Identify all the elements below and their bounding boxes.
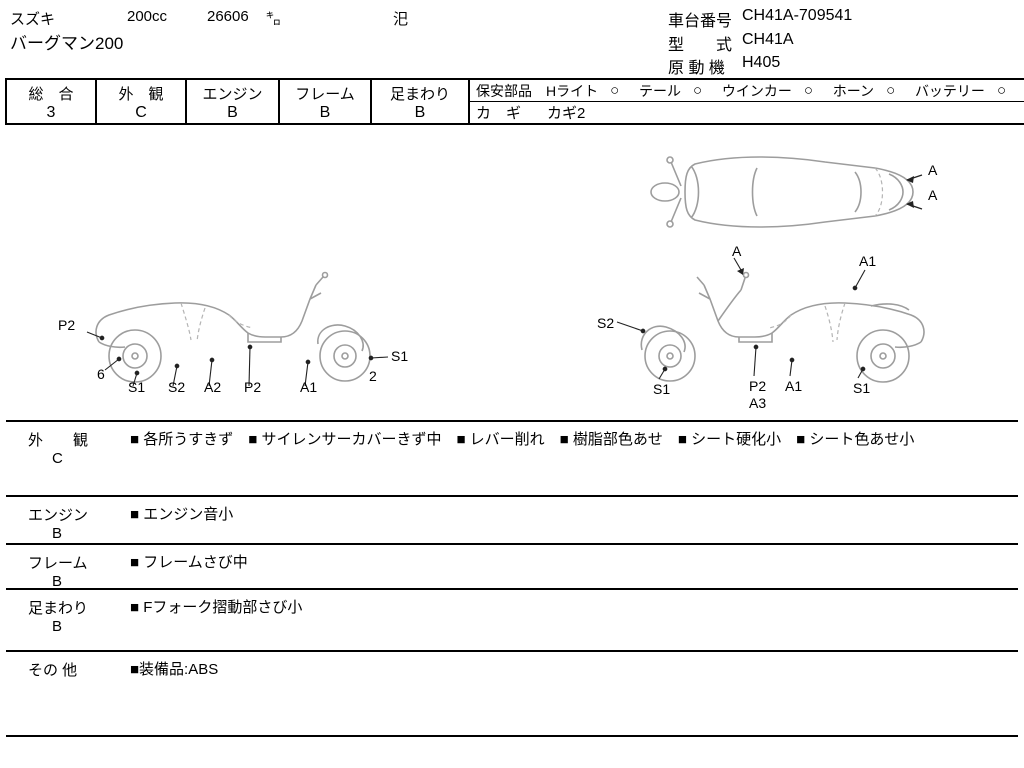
damage-label: S1 (853, 380, 871, 396)
note-text: ■ 各所うすきず ■ サイレンサーカバーきず中 ■ レバー削れ ■ 樹脂部色あせ… (130, 431, 915, 448)
grade-overall-value: 3 (46, 104, 56, 121)
note-row-exterior: 外 観 C ■ 各所うすきず ■ サイレンサーカバーきず中 ■ レバー削れ ■ … (6, 420, 1018, 495)
damage-label: S2 (597, 315, 615, 331)
damage-label: S1 (391, 348, 409, 364)
damage-label: A2 (204, 379, 222, 395)
safety-items: Hライト ○ テール ○ ウインカー ○ ホーン ○ (546, 81, 1014, 101)
ok-circle-icon: ○ (996, 82, 1006, 99)
grade-engine-value: B (227, 104, 238, 121)
note-text: ■ エンジン音小 (130, 506, 234, 523)
grade-overall-label: 総 合 (28, 86, 74, 103)
note-text: ■装備品:ABS (130, 661, 219, 678)
maker-name: スズキ (10, 11, 56, 28)
damage-label: A (928, 187, 938, 203)
engine-code-value: H405 (742, 54, 781, 71)
damage-label: 6 (97, 366, 105, 382)
damage-label: P2 (58, 317, 76, 333)
chassis-value: CH41A-709541 (742, 7, 853, 24)
note-grade: C (52, 450, 63, 467)
key-row: カ ギ カギ2 (470, 102, 1024, 123)
engine-code-label: 原 動 機 (668, 60, 725, 77)
grade-engine-label: エンジン (202, 86, 263, 103)
scooter-right-view-drawing (616, 257, 925, 383)
ok-circle-icon: ○ (693, 82, 703, 99)
damage-label: S1 (653, 381, 671, 397)
grade-exterior-value: C (135, 104, 147, 121)
damage-label: A (732, 243, 742, 259)
note-label: 足まわり (28, 600, 89, 617)
damage-label: A1 (785, 378, 803, 394)
key-label: カ ギ (476, 105, 522, 122)
note-label: エンジン (28, 507, 89, 524)
scooter-left-view-drawing (86, 271, 389, 387)
safety-item-label: ホーン (832, 82, 875, 99)
note-row-frame: フレーム B ■ フレームさび中 (6, 543, 1018, 590)
safety-item-label: ウインカー (721, 82, 792, 99)
safety-item-winker: ウインカー ○ (722, 81, 813, 101)
damage-label: P2 (244, 379, 262, 395)
scooter-top-view-drawing (650, 156, 923, 228)
note-grade: B (52, 573, 63, 590)
grade-exterior: 外 観 C (97, 80, 187, 123)
note-text: ■ フレームさび中 (130, 554, 248, 571)
safety-parts-row: 保安部品 Hライト ○ テール ○ ウインカー ○ ホーン (470, 80, 1024, 102)
note-text: ■ Fフォーク摺動部さび小 (130, 599, 303, 616)
damage-label: P2 (749, 378, 767, 394)
type-label: 型 式 (668, 37, 733, 54)
key-value: カギ2 (547, 105, 586, 122)
ok-circle-icon: ○ (610, 82, 620, 99)
damage-label: A1 (300, 379, 318, 395)
grade-exterior-label: 外 観 (118, 86, 164, 103)
grade-undercarriage-value: B (414, 104, 426, 121)
damage-label: A1 (859, 253, 877, 269)
safety-item-label: テール (639, 82, 681, 99)
condition-notes-table: 外 観 C ■ 各所うすきず ■ サイレンサーカバーきず中 ■ レバー削れ ■ … (6, 420, 1018, 737)
note-row-engine: エンジン B ■ エンジン音小 (6, 495, 1018, 543)
mileage-unit: ㌔ (266, 11, 282, 28)
damage-label: S2 (168, 379, 186, 395)
grade-overall: 総 合 3 (7, 80, 97, 123)
damage-label: S1 (128, 379, 146, 395)
safety-item-taillight: テール ○ (639, 81, 702, 101)
safety-item-headlight: Hライト ○ (546, 81, 619, 101)
note-row-other: その 他 ■装備品:ABS (6, 650, 1018, 735)
mileage-mark: 汜 (393, 11, 409, 28)
damage-diagram-area: A A (0, 125, 1024, 420)
model-name: バーグマン200 (10, 34, 124, 53)
ok-circle-icon: ○ (886, 82, 896, 99)
note-grade: B (52, 525, 63, 542)
grade-engine: エンジン B (187, 80, 280, 123)
safety-item-battery: バッテリー ○ (915, 81, 1006, 101)
grade-undercarriage-label: 足まわり (389, 86, 450, 103)
note-row-undercarriage: 足まわり B ■ Fフォーク摺動部さび小 (6, 588, 1018, 650)
ok-circle-icon: ○ (803, 82, 813, 99)
damage-label: 2 (369, 368, 377, 384)
safety-item-label: バッテリー (914, 82, 985, 99)
safety-parts-cell: 保安部品 Hライト ○ テール ○ ウインカー ○ ホーン (470, 80, 1024, 123)
grade-frame: フレーム B (280, 80, 372, 123)
grade-frame-value: B (319, 104, 331, 121)
damage-label: A3 (749, 395, 767, 411)
safety-parts-label: 保安部品 (476, 82, 532, 99)
grade-bar: 総 合 3 外 観 C エンジン B フレーム B 足まわり B 保安部品 Hラ… (5, 78, 1024, 125)
note-label: その 他 (28, 662, 78, 679)
grade-undercarriage: 足まわり B (372, 80, 470, 123)
note-label: フレーム (28, 555, 88, 572)
damage-label: A (928, 162, 938, 178)
note-label: 外 観 (28, 432, 89, 449)
grade-frame-label: フレーム (295, 86, 355, 103)
displacement: 200cc (127, 8, 168, 25)
note-grade: B (52, 618, 63, 635)
safety-item-horn: ホーン ○ (833, 81, 895, 101)
type-value: CH41A (742, 31, 794, 48)
safety-item-label: Hライト (546, 82, 599, 99)
mileage-value: 26606 (207, 8, 249, 25)
chassis-label: 車台番号 (668, 13, 733, 30)
